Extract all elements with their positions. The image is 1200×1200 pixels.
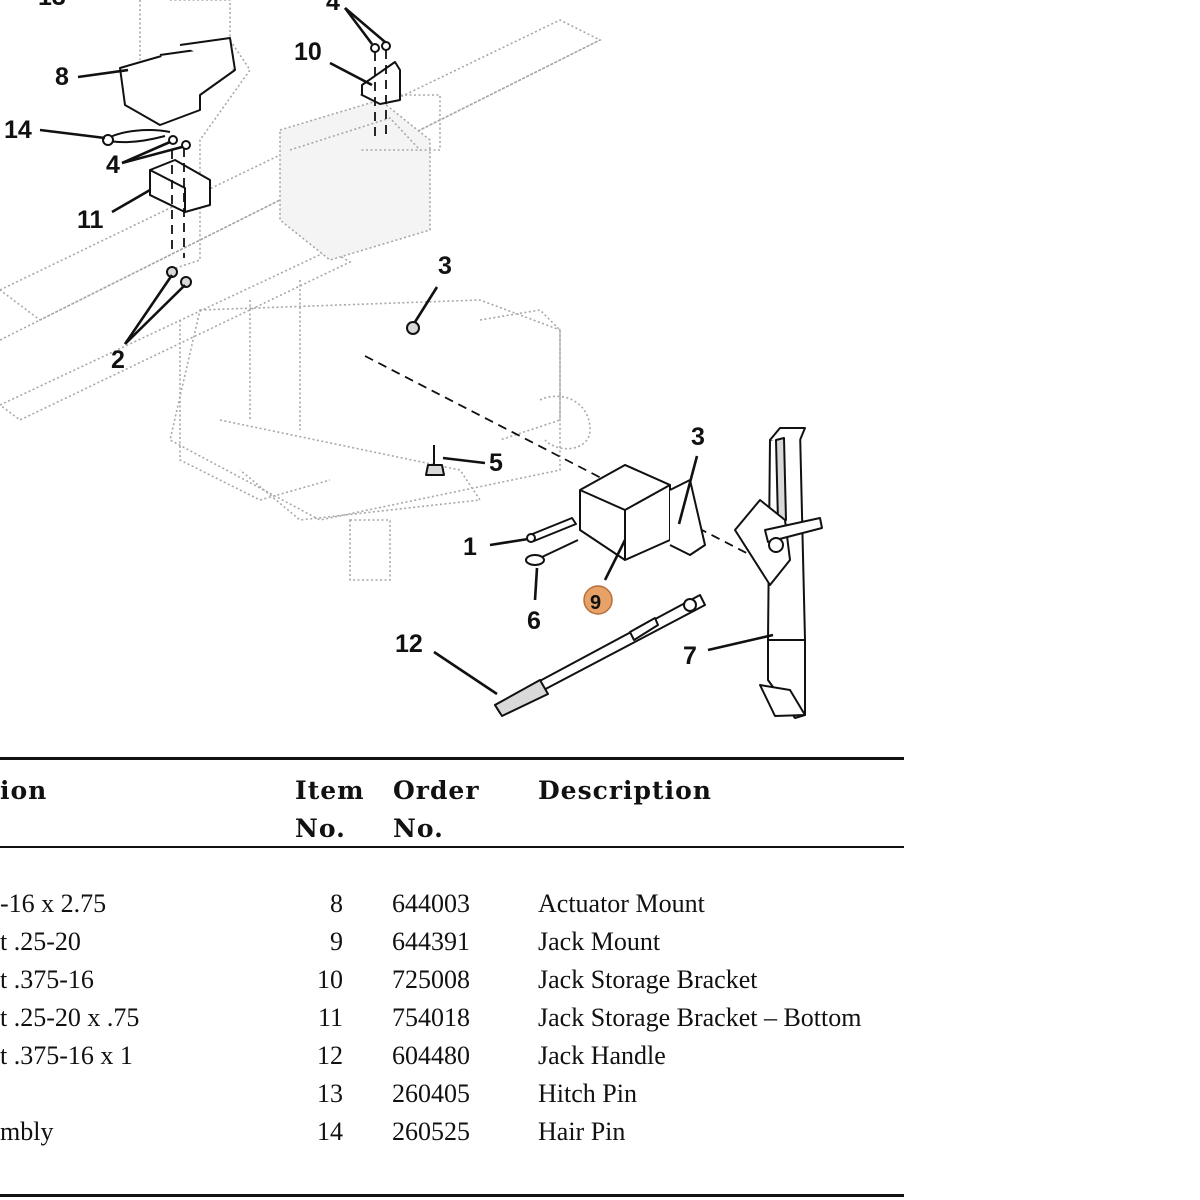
actuator-mount-part	[119, 37, 236, 126]
bolt-part	[425, 445, 445, 476]
jack-mount-part	[579, 464, 706, 561]
left-row-2: t .25-20	[0, 927, 81, 956]
order-number: 644391	[392, 927, 470, 956]
order-number: 725008	[392, 965, 470, 994]
part-description: Hitch Pin	[538, 1079, 637, 1108]
bolts-part	[166, 266, 192, 288]
order-header-line1: Order	[393, 776, 480, 805]
item-number: 14	[317, 1117, 343, 1146]
ghosted-frame	[0, 0, 602, 581]
table-header-rule	[0, 846, 904, 848]
left-row-4: t .25-20 x .75	[0, 1003, 140, 1032]
callout-10: 10	[294, 38, 322, 66]
callout-4-left: 4	[106, 151, 120, 179]
leader-lines	[39, 7, 774, 696]
part-description: Jack Handle	[538, 1041, 666, 1070]
item-number: 9	[330, 927, 343, 956]
left-description-header: ion	[0, 776, 48, 805]
item-number: 13	[317, 1079, 343, 1108]
left-row-3: t .375-16	[0, 965, 94, 994]
callout-13: 13	[38, 0, 66, 11]
left-row-7: mbly	[0, 1117, 54, 1146]
callout-11: 11	[77, 206, 104, 234]
callout-14: 14	[4, 116, 32, 144]
part-description: Jack Storage Bracket	[538, 965, 758, 994]
callout-2: 2	[111, 346, 125, 374]
left-row-5: t .375-16 x 1	[0, 1041, 133, 1070]
jack-storage-bracket-bottom-part	[149, 135, 211, 258]
jack-part	[734, 427, 823, 719]
jack-handle-part	[494, 594, 706, 717]
callout-6: 6	[527, 607, 541, 635]
description-header: Description	[538, 776, 712, 805]
part-description: Jack Mount	[538, 927, 661, 956]
item-number: 8	[330, 889, 343, 918]
callout-3-lower: 3	[691, 423, 705, 451]
callout-9: 9	[590, 592, 601, 614]
item-header-line1: Item	[295, 776, 365, 805]
order-header-line2: No.	[393, 814, 444, 843]
hair-pin-part	[102, 129, 171, 146]
callout-7: 7	[683, 642, 697, 670]
left-row-1: -16 x 2.75	[0, 889, 107, 918]
exploded-parts-diagram: 13 4 10 8 14 4 11 3 2 3 5 1 6 9 12 7	[0, 0, 823, 719]
item-number: 12	[317, 1041, 343, 1070]
item-number: 10	[317, 965, 343, 994]
part-description: Hair Pin	[538, 1117, 626, 1146]
callout-1: 1	[463, 533, 477, 561]
highlight-circle	[583, 585, 613, 615]
callout-5: 5	[489, 449, 503, 477]
order-number: 260525	[392, 1117, 470, 1146]
callout-3-upper: 3	[438, 252, 452, 280]
order-number: 644003	[392, 889, 470, 918]
table-top-rule	[0, 757, 904, 760]
part-description: Actuator Mount	[538, 889, 705, 918]
item-header-line2: No.	[295, 814, 346, 843]
order-number: 754018	[392, 1003, 470, 1032]
callout-8: 8	[55, 63, 69, 91]
jack-storage-bracket-part	[361, 41, 401, 140]
table-bottom-rule	[0, 1194, 904, 1197]
hitch-pin-part	[526, 517, 577, 543]
hair-pin-part-6	[525, 539, 579, 566]
item-number: 11	[317, 1003, 343, 1032]
part-description: Jack Storage Bracket – Bottom	[538, 1003, 862, 1032]
order-number: 260405	[392, 1079, 470, 1108]
order-number: 604480	[392, 1041, 470, 1070]
callout-4-top: 4	[326, 0, 340, 16]
callout-12: 12	[395, 630, 423, 658]
